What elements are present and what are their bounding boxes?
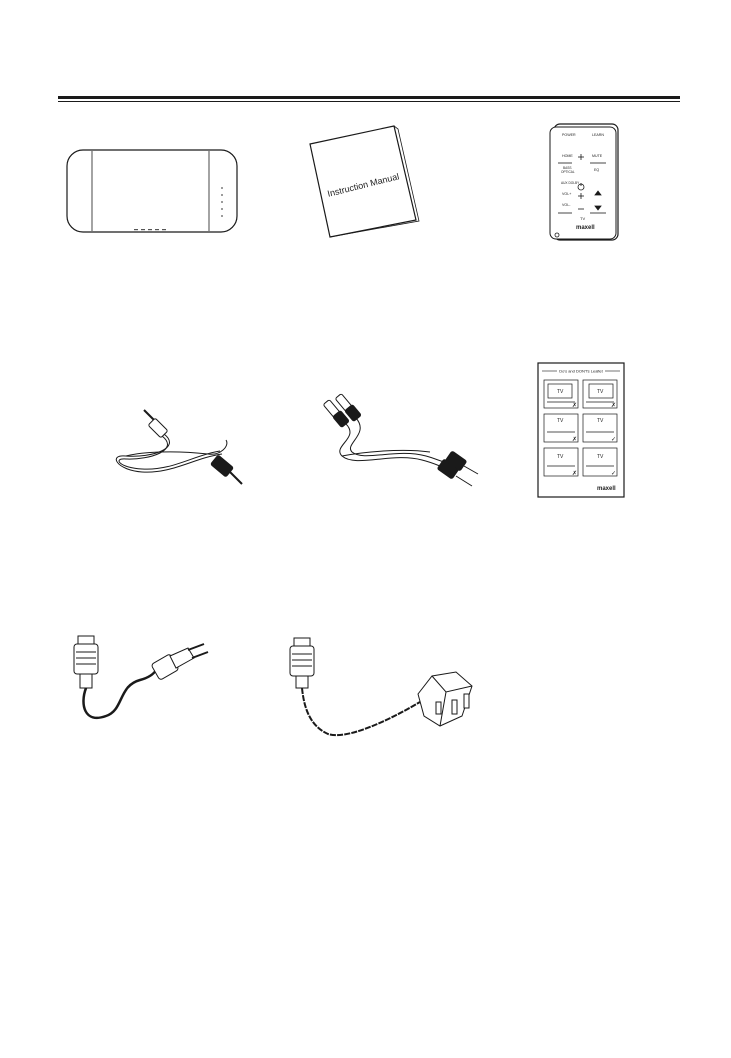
- remote-btn-vol-plus: VOL+: [562, 192, 571, 196]
- remote-btn-home: HOME: [562, 154, 573, 158]
- leaflet-brand: maxell: [597, 486, 616, 492]
- remote-brand: maxell: [576, 225, 595, 231]
- leaflet-cross-icon-1: ✗: [572, 402, 577, 409]
- header-rule-thick: [58, 96, 680, 99]
- remote-btn-tv: TV: [580, 216, 585, 221]
- leaflet-panel-label-1: TV: [557, 389, 564, 395]
- leaflet-cross-icon-3: ✗: [572, 436, 577, 443]
- soundbar-illustration: [66, 148, 238, 234]
- remote-btn-vol-minus: VOL-: [562, 203, 571, 207]
- remote-btn-eq: EQ: [594, 168, 599, 172]
- header-rule-thin: [58, 101, 680, 102]
- leaflet-cross-icon-4: ✗: [572, 470, 577, 477]
- audio-cable-illustration: [112, 396, 252, 494]
- leaflet-panel-label-6: TV: [597, 454, 604, 460]
- leaflet-panel-label-2: TV: [597, 389, 604, 395]
- leaflet-panel-label-5: TV: [557, 454, 564, 460]
- leaflet-panel-label-3: TV: [557, 418, 564, 424]
- uk-power-cord-illustration: [286, 636, 476, 742]
- leaflet-cross-icon-2: ✗: [611, 402, 616, 409]
- remote-btn-learn: LEARN: [592, 133, 604, 137]
- instruction-manual-illustration: Instruction Manual: [300, 124, 424, 238]
- leaflet-panel-label-4: TV: [597, 418, 604, 424]
- leaflet-check-icon-2: ✓: [611, 471, 616, 477]
- remote-btn-power: POWER: [562, 133, 576, 137]
- remote-btn-optical: OPTICAL: [561, 170, 575, 174]
- remote-btn-aux-dolby: AUX DOLBY: [561, 181, 580, 185]
- rca-cable-illustration: [322, 390, 482, 496]
- leaflet-title: Do's and DON'Ts Leaflet: [559, 369, 603, 374]
- leaflet-check-icon-1: ✓: [611, 437, 616, 443]
- remote-control-illustration: POWER LEARN HOME MUTE BASS OPTICAL EQ AU…: [550, 123, 620, 241]
- dos-donts-leaflet: Do's and DON'Ts Leaflet TV TV TV TV TV T…: [537, 362, 627, 498]
- eu-power-cord-illustration: [70, 634, 210, 732]
- remote-btn-mute: MUTE: [592, 154, 603, 158]
